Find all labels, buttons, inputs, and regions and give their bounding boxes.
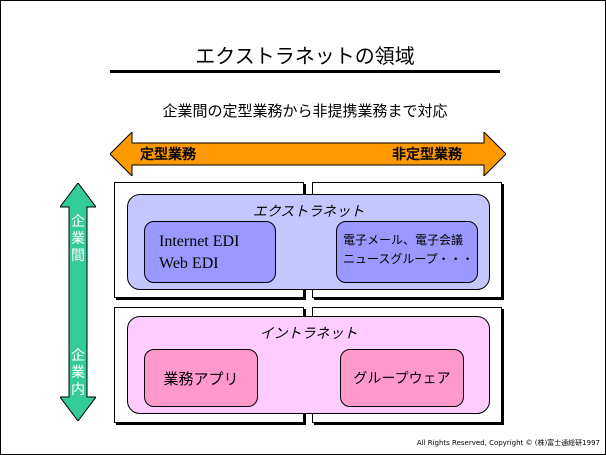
- double-headed-horizontal-arrow: [110, 132, 506, 176]
- email-conference-line-2: ニュースグループ・・・: [343, 252, 474, 266]
- business-apps-text: 業務アプリ: [163, 369, 239, 388]
- intra-company-label: 企業内: [69, 348, 87, 399]
- email-conference-line-1: 電子メール、電子会議: [343, 233, 464, 247]
- inter-company-text: 企業間: [71, 214, 85, 264]
- edi-line-1: Internet EDI: [159, 233, 240, 250]
- groupware-box: グループウェア: [340, 349, 464, 407]
- intranet-label: イントラネット: [259, 326, 358, 342]
- email-conference-box: 電子メール、電子会議 ニュースグループ・・・: [336, 221, 478, 283]
- business-apps-box: 業務アプリ: [144, 349, 258, 407]
- double-headed-vertical-arrow: [60, 183, 96, 421]
- intra-company-text: 企業内: [71, 348, 85, 398]
- groupware-text: グループウェア: [353, 371, 451, 387]
- routine-work-label: 定型業務: [140, 147, 196, 163]
- edi-line-2: Web EDI: [159, 255, 219, 272]
- extranet-zone: エクストラネット Internet EDI Web EDI 電子メール、電子会議…: [127, 194, 490, 290]
- slide-subtitle: 企業間の定型業務から非提携業務まで対応: [162, 102, 448, 120]
- title-underline: [110, 70, 500, 73]
- copyright-notice: All Rights Reserved, Copyright © (株)富士通総…: [416, 439, 600, 447]
- slide-title: エクストラネットの領域: [195, 44, 415, 68]
- non-routine-work-label: 非定型業務: [392, 147, 462, 163]
- intranet-zone: イントラネット 業務アプリ グループウェア: [127, 316, 490, 414]
- extranet-label: エクストラネット: [252, 204, 365, 220]
- edi-box: Internet EDI Web EDI: [144, 221, 276, 283]
- inter-company-label: 企業間: [69, 214, 87, 265]
